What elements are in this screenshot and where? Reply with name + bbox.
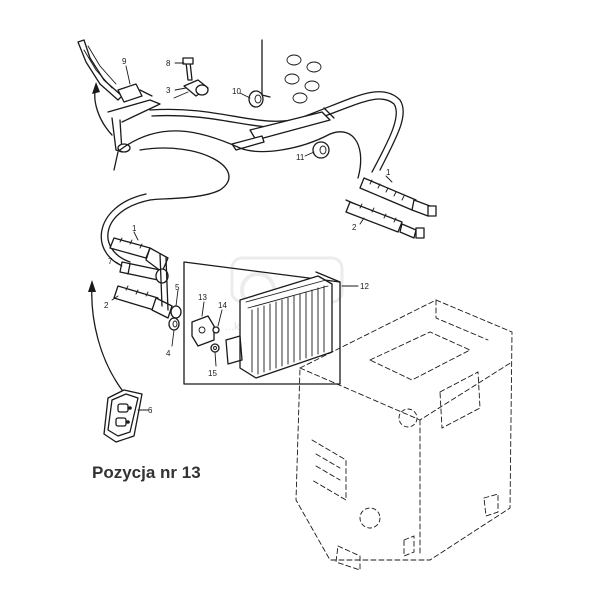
callout-14: 14: [218, 301, 227, 310]
callout-10: 10: [232, 87, 241, 96]
part-grommet-10: [248, 90, 264, 108]
callout-4: 4: [166, 349, 171, 358]
part-hose-1-right: [359, 177, 437, 217]
part-hose-2-right: [345, 199, 425, 239]
callout-12: 12: [360, 282, 369, 291]
callout-1-right: 1: [386, 168, 391, 177]
part-heater-core-box: [183, 261, 341, 385]
part-fitting-7: [119, 261, 169, 284]
callout-13: 13: [198, 293, 207, 302]
part-hose-2-left: [113, 253, 173, 319]
callout-8: 8: [166, 59, 171, 68]
callout-5: 5: [175, 283, 180, 292]
pipes-upper: [119, 91, 404, 179]
part-ring-4: [168, 317, 180, 331]
callout-3: 3: [166, 86, 171, 95]
position-caption: Pozycja nr 13: [92, 463, 201, 482]
part-grommet-11: [312, 141, 330, 159]
part-hose-1-left: [109, 237, 169, 273]
part-clip-13: [191, 315, 215, 347]
arrow-lower-left: [88, 280, 123, 391]
callout-7: 7: [108, 257, 113, 266]
callout-15: 15: [208, 369, 217, 378]
callout-6: 6: [148, 406, 153, 415]
callout-11: 11: [296, 153, 305, 162]
callout-2-right: 2: [352, 223, 357, 232]
part-ring-5: [170, 305, 182, 319]
part-bolt-8: [182, 57, 194, 81]
part-screw-14: [212, 326, 220, 334]
part-housing-dashed: [295, 299, 513, 571]
part-washer-15: [210, 343, 220, 353]
part-clamp-3: [173, 79, 209, 99]
part-bracket-top-left: [77, 39, 123, 101]
part-control-switch-6: [103, 389, 143, 443]
arrow-upper-left: [92, 82, 113, 136]
callouts: 9 8 3 10 11 1 2 1 7 2 5 4 13 14 15 12 6: [104, 57, 393, 415]
back-panel: [261, 39, 322, 104]
callout-9: 9: [122, 57, 127, 66]
callout-1-left: 1: [132, 224, 137, 233]
callout-2-left: 2: [104, 301, 109, 310]
part-hose-fitting: [107, 83, 161, 171]
